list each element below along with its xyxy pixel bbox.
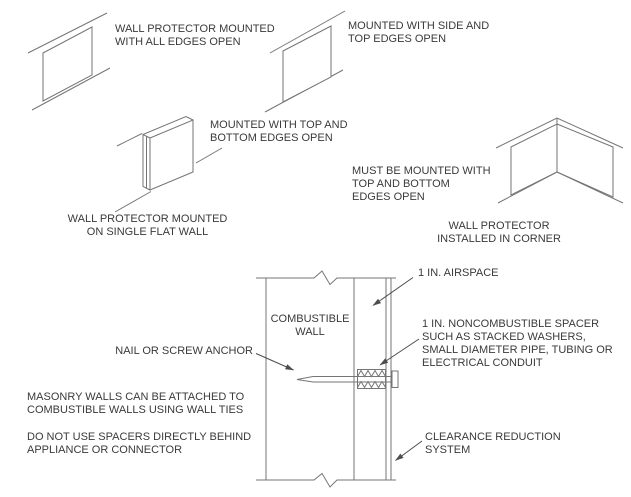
- diagram-all-edges-open: [27, 12, 111, 111]
- label-clearance-reduction-system: CLEARANCE REDUCTION SYSTEM: [425, 431, 561, 456]
- label-corner-mounting: MUST BE MOUNTED WITH TOP AND BOTTOM EDGE…: [352, 165, 491, 203]
- spacer-leader: [379, 338, 420, 366]
- note-spacer-warning: DO NOT USE SPACERS DIRECTLY BEHIND APPLI…: [27, 431, 252, 456]
- nail-leader: [255, 353, 294, 371]
- label-all-edges-open: WALL PROTECTOR MOUNTED WITH ALL EDGES OP…: [115, 23, 275, 48]
- diagram-side-top-open: [264, 10, 346, 113]
- label-combustible-wall: COMBUSTIBLE WALL: [270, 313, 350, 338]
- label-airspace: 1 IN. AIRSPACE: [418, 267, 499, 279]
- diagram-top-bottom-open: [114, 115, 223, 213]
- label-side-top-open: MOUNTED WITH SIDE AND TOP EDGES OPEN: [348, 20, 490, 45]
- diagram-corner: [495, 117, 624, 204]
- diagram-cross-section: [255, 270, 423, 488]
- label-nail-or-screw-anchor: NAIL OR SCREW ANCHOR: [115, 345, 253, 357]
- caption-corner-install: WALL PROTECTOR INSTALLED IN CORNER: [437, 220, 561, 245]
- note-masonry-wall-ties: MASONRY WALLS CAN BE ATTACHED TO COMBUST…: [27, 391, 245, 416]
- nail-detail: [296, 370, 399, 388]
- caption-single-flat-wall: WALL PROTECTOR MOUNTED ON SINGLE FLAT WA…: [67, 213, 228, 238]
- label-top-bottom-open: MOUNTED WITH TOP AND BOTTOM EDGES OPEN: [210, 119, 348, 144]
- spacer-detail: [357, 369, 386, 389]
- airspace-leader: [372, 277, 414, 306]
- label-noncombustible-spacer: 1 IN. NONCOMBUSTIBLE SPACER SUCH AS STAC…: [422, 318, 613, 369]
- clearance-leader: [395, 440, 423, 461]
